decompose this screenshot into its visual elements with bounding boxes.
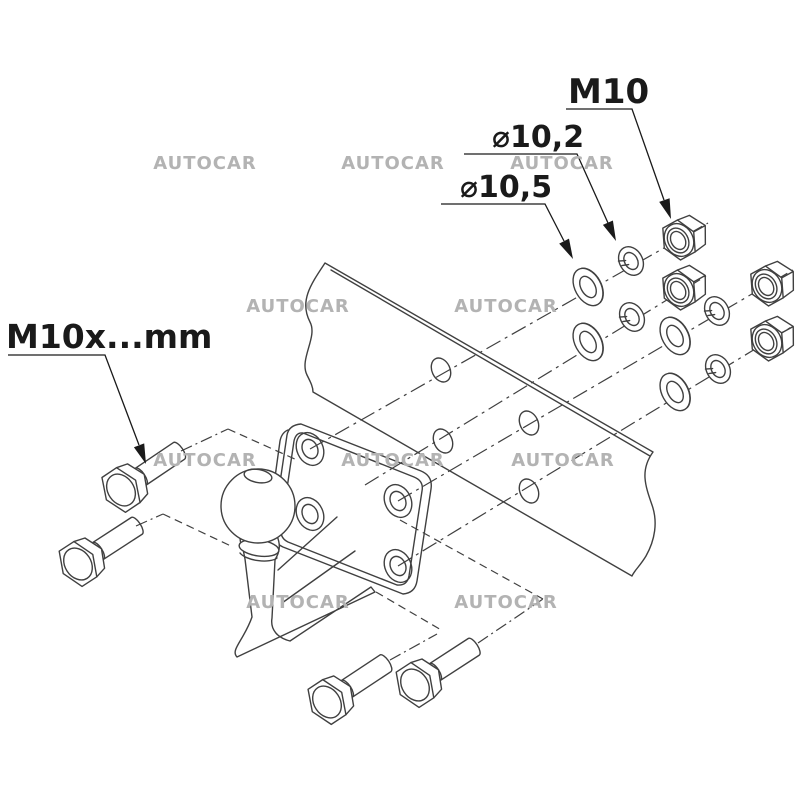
watermark: AUTOCAR bbox=[246, 296, 350, 317]
watermark: AUTOCAR bbox=[341, 153, 445, 174]
axis-bolt-3 bbox=[389, 633, 438, 661]
watermark: AUTOCAR bbox=[511, 450, 615, 471]
axis-row-2 bbox=[364, 275, 707, 486]
callout-bolt-arrowhead bbox=[133, 443, 146, 464]
hex-bolt-2 bbox=[51, 505, 153, 592]
spring-washer-3 bbox=[698, 291, 736, 331]
callout-flat-washer-leader bbox=[441, 203, 565, 242]
bracket-hole-bottom-left bbox=[295, 496, 325, 532]
watermark: AUTOCAR bbox=[454, 592, 558, 613]
hex-nut-3 bbox=[742, 254, 800, 311]
axis-bolt-1 bbox=[180, 428, 229, 452]
rail-top-edge bbox=[330, 269, 651, 457]
hidden-plane-line-4 bbox=[399, 519, 544, 600]
hardware bbox=[566, 208, 800, 417]
callout-spring-washer-arrowhead bbox=[602, 220, 616, 241]
rail-plate bbox=[304, 262, 656, 577]
callout-spring-washer-leader bbox=[464, 153, 609, 224]
rail-hole-4 bbox=[518, 478, 540, 504]
hidden-plane-line-2 bbox=[162, 513, 234, 548]
rail-hole-3 bbox=[432, 428, 454, 454]
axis-bolt-4 bbox=[477, 598, 544, 644]
bracket-hole-top-left bbox=[295, 431, 325, 467]
watermark: AUTOCAR bbox=[246, 592, 350, 613]
hex-nut-1 bbox=[654, 208, 715, 265]
callout-nut: M10 bbox=[566, 72, 671, 219]
spring-washer-4 bbox=[699, 349, 737, 389]
callout-bolt-label: M10x...mm bbox=[6, 317, 212, 356]
flat-washer-3 bbox=[653, 311, 698, 361]
tow-ball bbox=[220, 468, 296, 544]
hex-bolt-3 bbox=[300, 642, 401, 730]
callout-flat-washer: ⌀10,5 bbox=[441, 170, 573, 259]
gusset-line-2 bbox=[281, 550, 356, 604]
watermark: AUTOCAR bbox=[454, 296, 558, 317]
callout-flat-washer-arrowhead bbox=[559, 238, 573, 259]
hidden-plane-line-3 bbox=[375, 591, 444, 632]
watermark-grid: AUTOCAR AUTOCAR AUTOCAR AUTOCAR AUTOCAR … bbox=[153, 153, 615, 613]
callout-nut-arrowhead bbox=[659, 198, 671, 219]
flat-washer-1 bbox=[566, 262, 611, 312]
tow-ball-flat-top bbox=[243, 468, 273, 484]
rail-hole-2 bbox=[518, 410, 540, 436]
watermark: AUTOCAR bbox=[341, 450, 445, 471]
bracket-edge-thickness bbox=[267, 429, 289, 529]
gusset-line-1 bbox=[277, 516, 338, 571]
callout-spring-washer: ⌀10,2 bbox=[464, 120, 616, 241]
callout-nut-label: M10 bbox=[568, 72, 649, 112]
neck-collar-lower-line bbox=[239, 552, 278, 562]
bracket-flange-inner-line bbox=[280, 432, 424, 586]
callout-spring-washer-label: ⌀10,2 bbox=[492, 120, 584, 155]
flat-washer-2 bbox=[566, 317, 611, 367]
bracket-hole-bottom-right bbox=[383, 548, 413, 584]
hex-bolt-4 bbox=[388, 626, 490, 713]
hex-nut-4 bbox=[742, 309, 800, 366]
watermark: AUTOCAR bbox=[510, 153, 614, 174]
rail-hole-1 bbox=[430, 357, 452, 383]
callout-nut-leader bbox=[566, 108, 665, 201]
watermark: AUTOCAR bbox=[153, 153, 257, 174]
callout-bolt-leader bbox=[8, 354, 140, 446]
crossmember-rail bbox=[304, 262, 656, 577]
spring-washer-2 bbox=[613, 297, 651, 337]
bracket-hole-top-right bbox=[383, 483, 413, 519]
callout-flat-washer-label: ⌀10,5 bbox=[460, 170, 552, 205]
watermark: AUTOCAR bbox=[153, 450, 257, 471]
hex-bolt-1 bbox=[93, 430, 195, 518]
flat-washer-4 bbox=[653, 367, 698, 417]
callout-bolt: M10x...mm bbox=[6, 317, 212, 464]
